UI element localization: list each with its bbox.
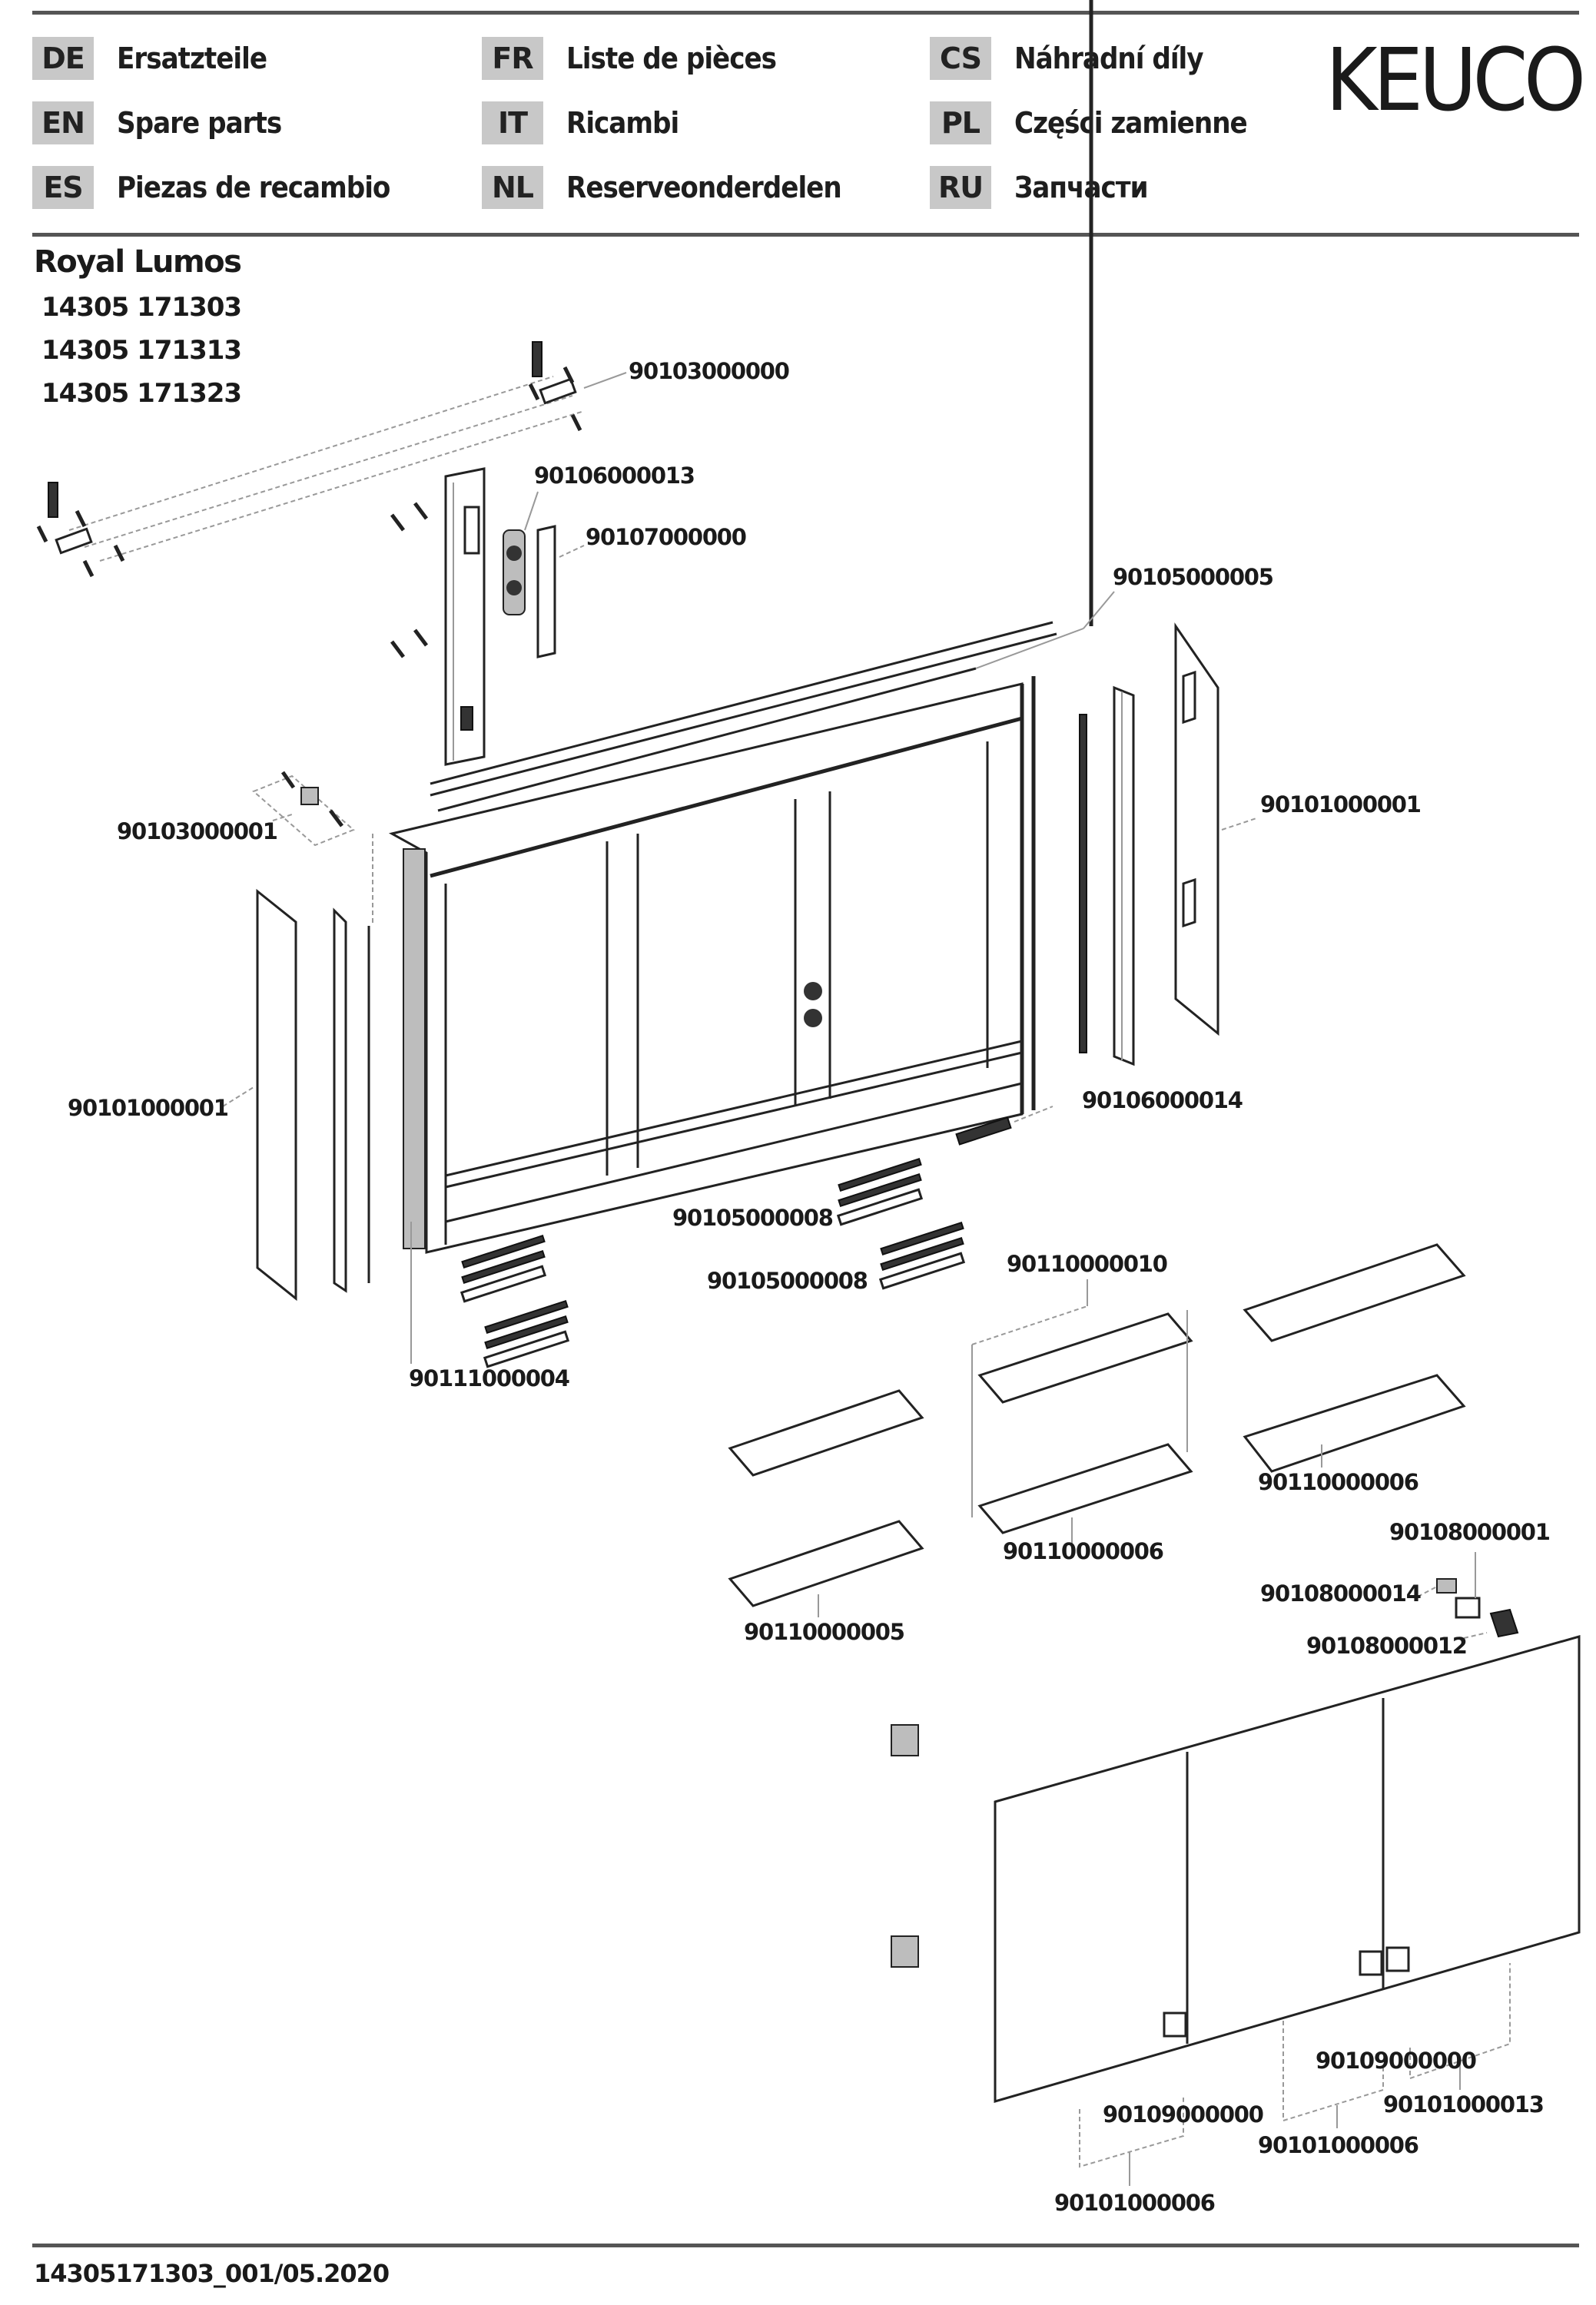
lang-row-nl: NL Reserveonderdelen — [482, 166, 842, 209]
lang-code: RU — [930, 166, 991, 209]
model-number: 14305 171313 — [41, 335, 242, 366]
lang-code: CS — [930, 37, 991, 80]
lang-row-de: DE Ersatzteile — [32, 37, 267, 80]
lang-row-it: IT Ricambi — [482, 101, 679, 144]
part-callout[interactable]: 90110000006 — [1003, 1538, 1164, 1564]
side-bracket — [252, 771, 355, 847]
lang-row-fr: FR Liste de pièces — [482, 37, 777, 80]
lang-code: EN — [32, 101, 94, 144]
lang-label: Liste de pièces — [566, 41, 777, 75]
lang-code: IT — [482, 101, 543, 144]
control-plate — [390, 467, 585, 766]
lang-label: Náhradní díly — [1014, 41, 1204, 75]
part-callout[interactable]: 90105000005 — [1113, 564, 1274, 590]
top-profile-rail — [430, 0, 1115, 812]
part-callout[interactable]: 90108000014 — [1260, 1580, 1422, 1607]
lang-row-cs: CS Náhradní díly — [930, 37, 1204, 80]
part-callout[interactable]: 90105000008 — [707, 1268, 868, 1294]
lang-row-en: EN Spare parts — [32, 101, 282, 144]
part-callout[interactable]: 90110000006 — [1258, 1469, 1419, 1495]
part-callout[interactable]: 90110000005 — [744, 1619, 905, 1645]
part-callout[interactable]: 90103000001 — [117, 818, 278, 844]
lang-row-ru: RU Запчасти — [930, 166, 1149, 209]
part-callout[interactable]: 90101000001 — [68, 1095, 229, 1121]
led-strips — [410, 1106, 1053, 1368]
lang-row-pl: PL Części zamienne — [930, 101, 1248, 144]
part-callout[interactable]: 90101000006 — [1054, 2190, 1216, 2216]
cabinet-body — [388, 676, 1036, 1254]
lang-code: PL — [930, 101, 991, 144]
header-rule — [32, 233, 1579, 237]
part-callout[interactable]: 90109000000 — [1103, 2101, 1264, 2128]
mirror-doors — [994, 1635, 1581, 2186]
right-side-parts — [1079, 622, 1257, 1066]
footer-rule — [32, 2244, 1579, 2247]
top-rule — [32, 11, 1579, 15]
lang-label: Reserveonderdelen — [566, 171, 842, 204]
lang-label: Części zamienne — [1014, 106, 1248, 140]
lang-label: Piezas de recambio — [117, 171, 390, 204]
brand-logo: KEUCO — [1326, 31, 1586, 131]
part-callout[interactable]: 90109000000 — [1316, 2048, 1477, 2074]
part-callout[interactable]: 90110000010 — [1007, 1251, 1168, 1277]
lang-label: Запчасти — [1014, 171, 1149, 204]
left-side-parts — [222, 834, 373, 1302]
lang-code: ES — [32, 166, 94, 209]
lang-code: NL — [482, 166, 543, 209]
part-callout[interactable]: 90106000014 — [1082, 1087, 1243, 1113]
lang-label: Ersatzteile — [117, 41, 267, 75]
top-mounting-rail — [36, 341, 627, 578]
part-callout[interactable]: 90101000001 — [1260, 791, 1422, 818]
part-callout[interactable]: 90103000000 — [629, 358, 790, 384]
hinge-parts — [891, 1552, 1519, 1968]
part-callout[interactable]: 90108000012 — [1306, 1633, 1468, 1659]
glass-shelves — [728, 1243, 1466, 1617]
lang-label: Ricambi — [566, 106, 679, 140]
product-title: Royal Lumos — [34, 244, 242, 280]
part-callout[interactable]: 90101000013 — [1383, 2091, 1545, 2118]
part-callout[interactable]: 90111000004 — [409, 1365, 570, 1391]
lang-label: Spare parts — [117, 106, 282, 140]
lang-code: DE — [32, 37, 94, 80]
part-callout[interactable]: 90108000001 — [1389, 1519, 1551, 1545]
document-id: 14305171303_001/05.2020 — [34, 2259, 390, 2288]
lang-code: FR — [482, 37, 543, 80]
part-callout[interactable]: 90106000013 — [534, 463, 695, 489]
part-callout[interactable]: 90107000000 — [586, 524, 747, 550]
lang-row-es: ES Piezas de recambio — [32, 166, 390, 209]
part-callout[interactable]: 90105000008 — [672, 1205, 834, 1231]
model-number: 14305 171303 — [41, 292, 242, 323]
part-callout[interactable]: 90101000006 — [1258, 2132, 1419, 2158]
model-number: 14305 171323 — [41, 378, 242, 409]
